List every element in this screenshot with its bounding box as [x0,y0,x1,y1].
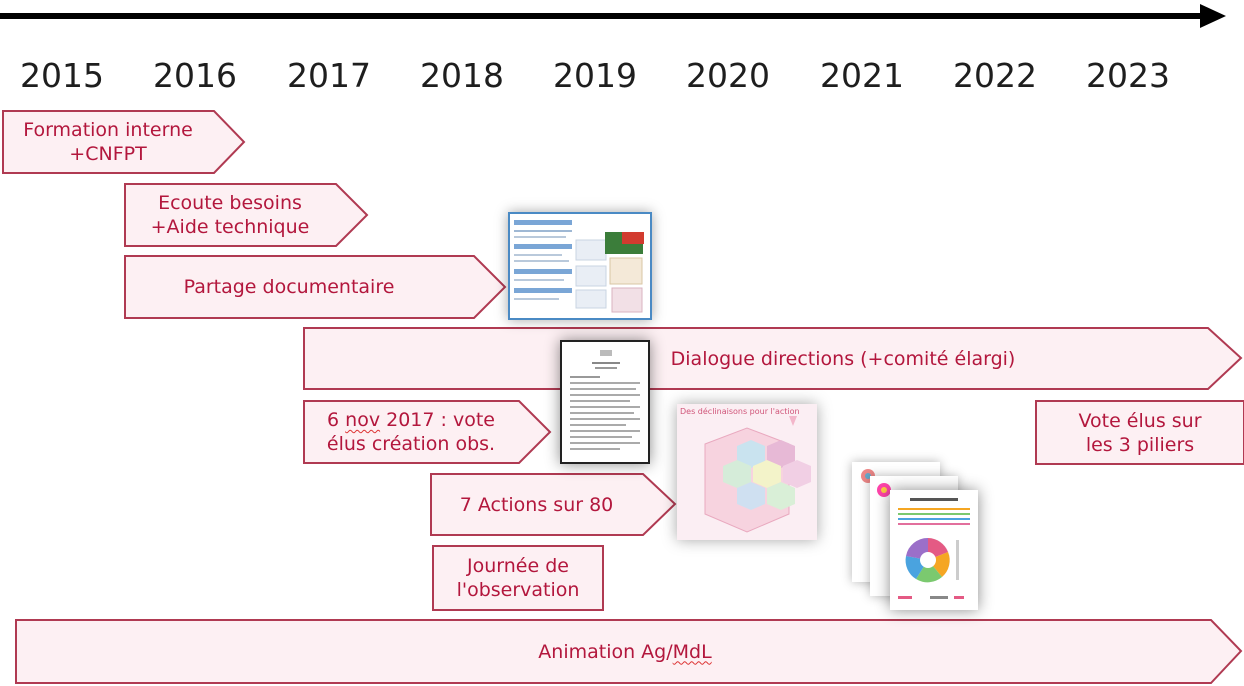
year-2023: 2023 [1086,56,1170,95]
thumbnail-journee-flyers [852,462,982,612]
bar-partage-documentaire: Partage documentaire [124,255,507,319]
bar-vote-creation-obs: 6 nov 2017 : vote élus création obs. [303,400,552,464]
flyer-front [890,490,978,610]
vote2017-line2: élus création obs. [326,433,496,455]
ecoute-line1: Ecoute besoins [158,192,302,214]
year-2017: 2017 [287,56,371,95]
formation-line1: Formation interne [23,119,193,141]
journee-line2: l'observation [456,579,580,601]
bar-dialogue-directions: Dialogue directions (+comité élargi) [303,327,1243,390]
bar-ecoute-besoins: Ecoute besoins +Aide technique [124,183,369,247]
ecoute-line2: +Aide technique [150,216,310,238]
thumbnail-partage-screenshot [508,212,652,320]
declinaisons-title: Des déclinaisons pour l'action [680,407,800,416]
bar-formation-interne: Formation interne +CNFPT [2,110,246,174]
year-2018: 2018 [420,56,504,95]
year-2020: 2020 [686,56,770,95]
year-2016: 2016 [153,56,237,95]
animation-label: Animation Ag/MdL [538,640,712,663]
vote2017-line1: 6 nov 2017 : vote [327,409,495,431]
timeline-arrow [0,4,1226,28]
animation-mdl: MdL [672,640,712,663]
thumbnail-deliberation-doc [560,340,650,464]
year-2022: 2022 [953,56,1037,95]
year-2015: 2015 [20,56,104,95]
box-journee-observation: Journée de l'observation [432,545,604,611]
partage-label: Partage documentaire [183,276,395,298]
thumbnail-declinaisons: Des déclinaisons pour l'action [677,404,817,540]
box-vote-elus: Vote élus sur les 3 piliers [1035,400,1244,465]
vote-elus-line1: Vote élus sur [1078,409,1202,432]
document-lines [570,350,640,450]
actions-label: 7 Actions sur 80 [459,493,614,516]
screenshot-content [514,220,644,313]
year-2019: 2019 [553,56,637,95]
hexagon-diagram [704,416,811,533]
vote2017-nov: nov [345,409,381,431]
bar-animation: Animation Ag/MdL [15,619,1243,684]
formation-line2: +CNFPT [69,143,147,165]
bar-7-actions: 7 Actions sur 80 [430,473,677,536]
journee-line1: Journée de [467,555,569,577]
dialogue-label: Dialogue directions (+comité élargi) [670,347,1016,370]
year-2021: 2021 [820,56,904,95]
vote-elus-line2: les 3 piliers [1085,433,1195,456]
